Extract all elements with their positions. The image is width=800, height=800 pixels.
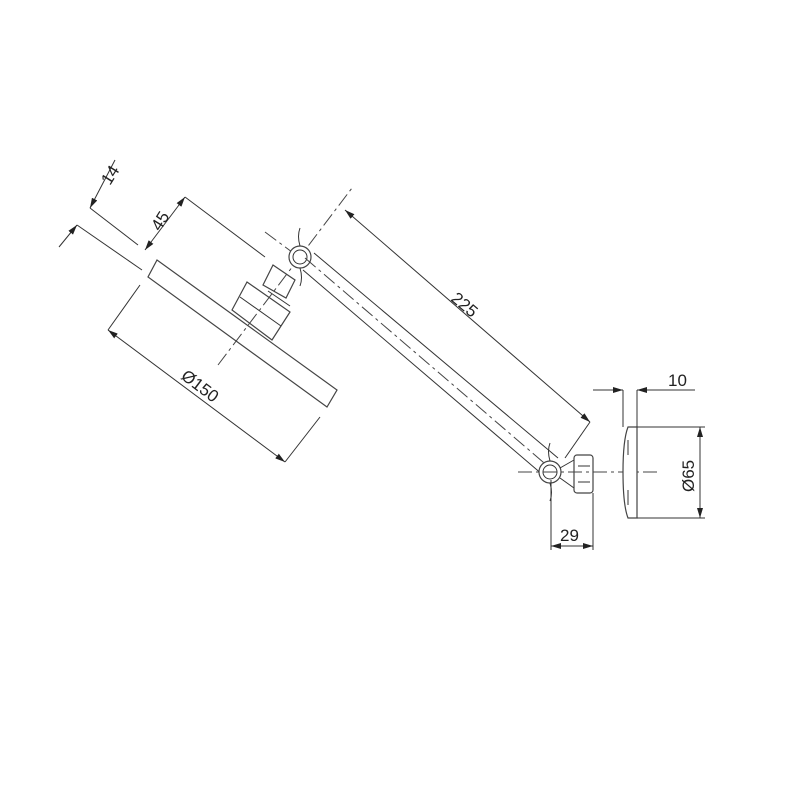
dimension-65: Ø65 (637, 426, 705, 519)
wall-flange (622, 426, 638, 519)
dimension-label: 10 (668, 371, 687, 390)
wall-nut (573, 454, 594, 494)
dimension-label: 45 (147, 208, 173, 234)
shower-arm (302, 252, 559, 476)
dimension-label: 14 (97, 162, 123, 188)
shower-head-neck (262, 264, 296, 299)
dimension-225: 225 (344, 209, 591, 459)
head-centerline (217, 187, 353, 366)
dimension-29: 29 (550, 480, 594, 550)
dimension-label: Ø150 (178, 366, 223, 406)
shower-head-plate (147, 259, 338, 408)
dimension-label: 225 (447, 289, 481, 322)
dimension-label: Ø65 (679, 460, 698, 492)
dimension-45: 45 (144, 196, 266, 258)
upper-ball-joint (288, 227, 312, 287)
dimension-10: 10 (593, 371, 695, 427)
dimension-label: 29 (560, 526, 579, 545)
dimension-14: 14 (58, 159, 143, 271)
